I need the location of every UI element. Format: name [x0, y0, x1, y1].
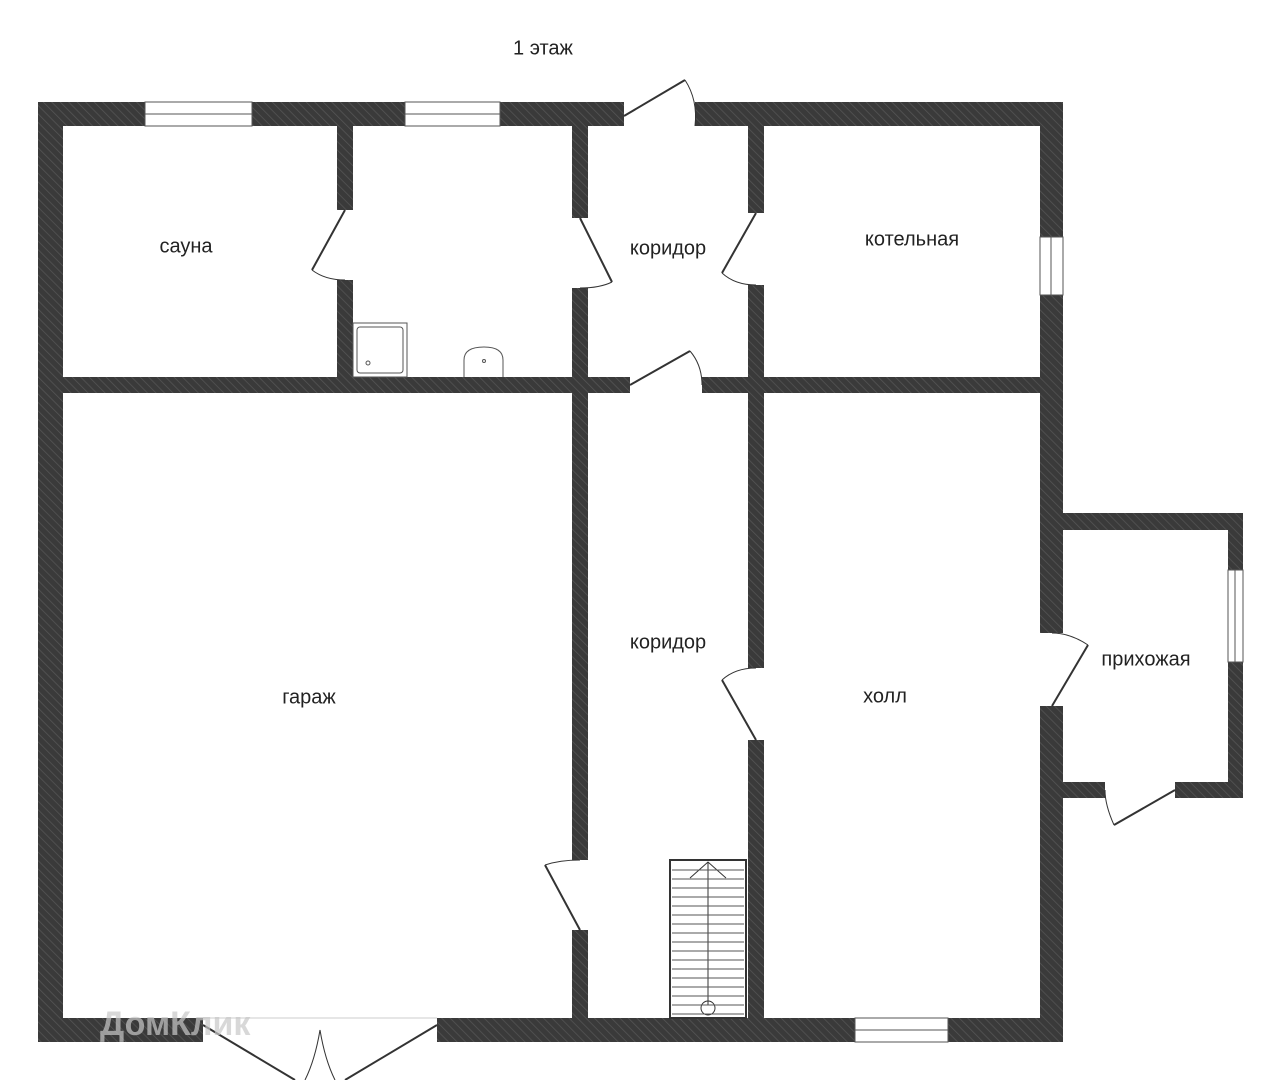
- room-label-hall: холл: [863, 685, 907, 708]
- room-label-garage: гараж: [282, 686, 336, 709]
- room-label-corridor-main: коридор: [629, 631, 707, 654]
- watermark-logo: ДомКлик: [100, 1005, 251, 1043]
- room-label-entry: прихожая: [1101, 648, 1191, 671]
- doors: [202, 79, 1176, 1080]
- room-label-sauna: сауна: [159, 235, 213, 258]
- washbasin: [463, 346, 504, 377]
- windows: [144, 101, 1244, 1043]
- floor-title: 1 этаж: [513, 37, 573, 60]
- stair-treads: [672, 869, 744, 1015]
- staircase: [669, 859, 747, 1019]
- shower-tray: [352, 322, 408, 378]
- room-label-corridor-top: коридор: [629, 237, 707, 260]
- walls: [38, 102, 1243, 1042]
- room-label-boiler: котельная: [864, 228, 960, 251]
